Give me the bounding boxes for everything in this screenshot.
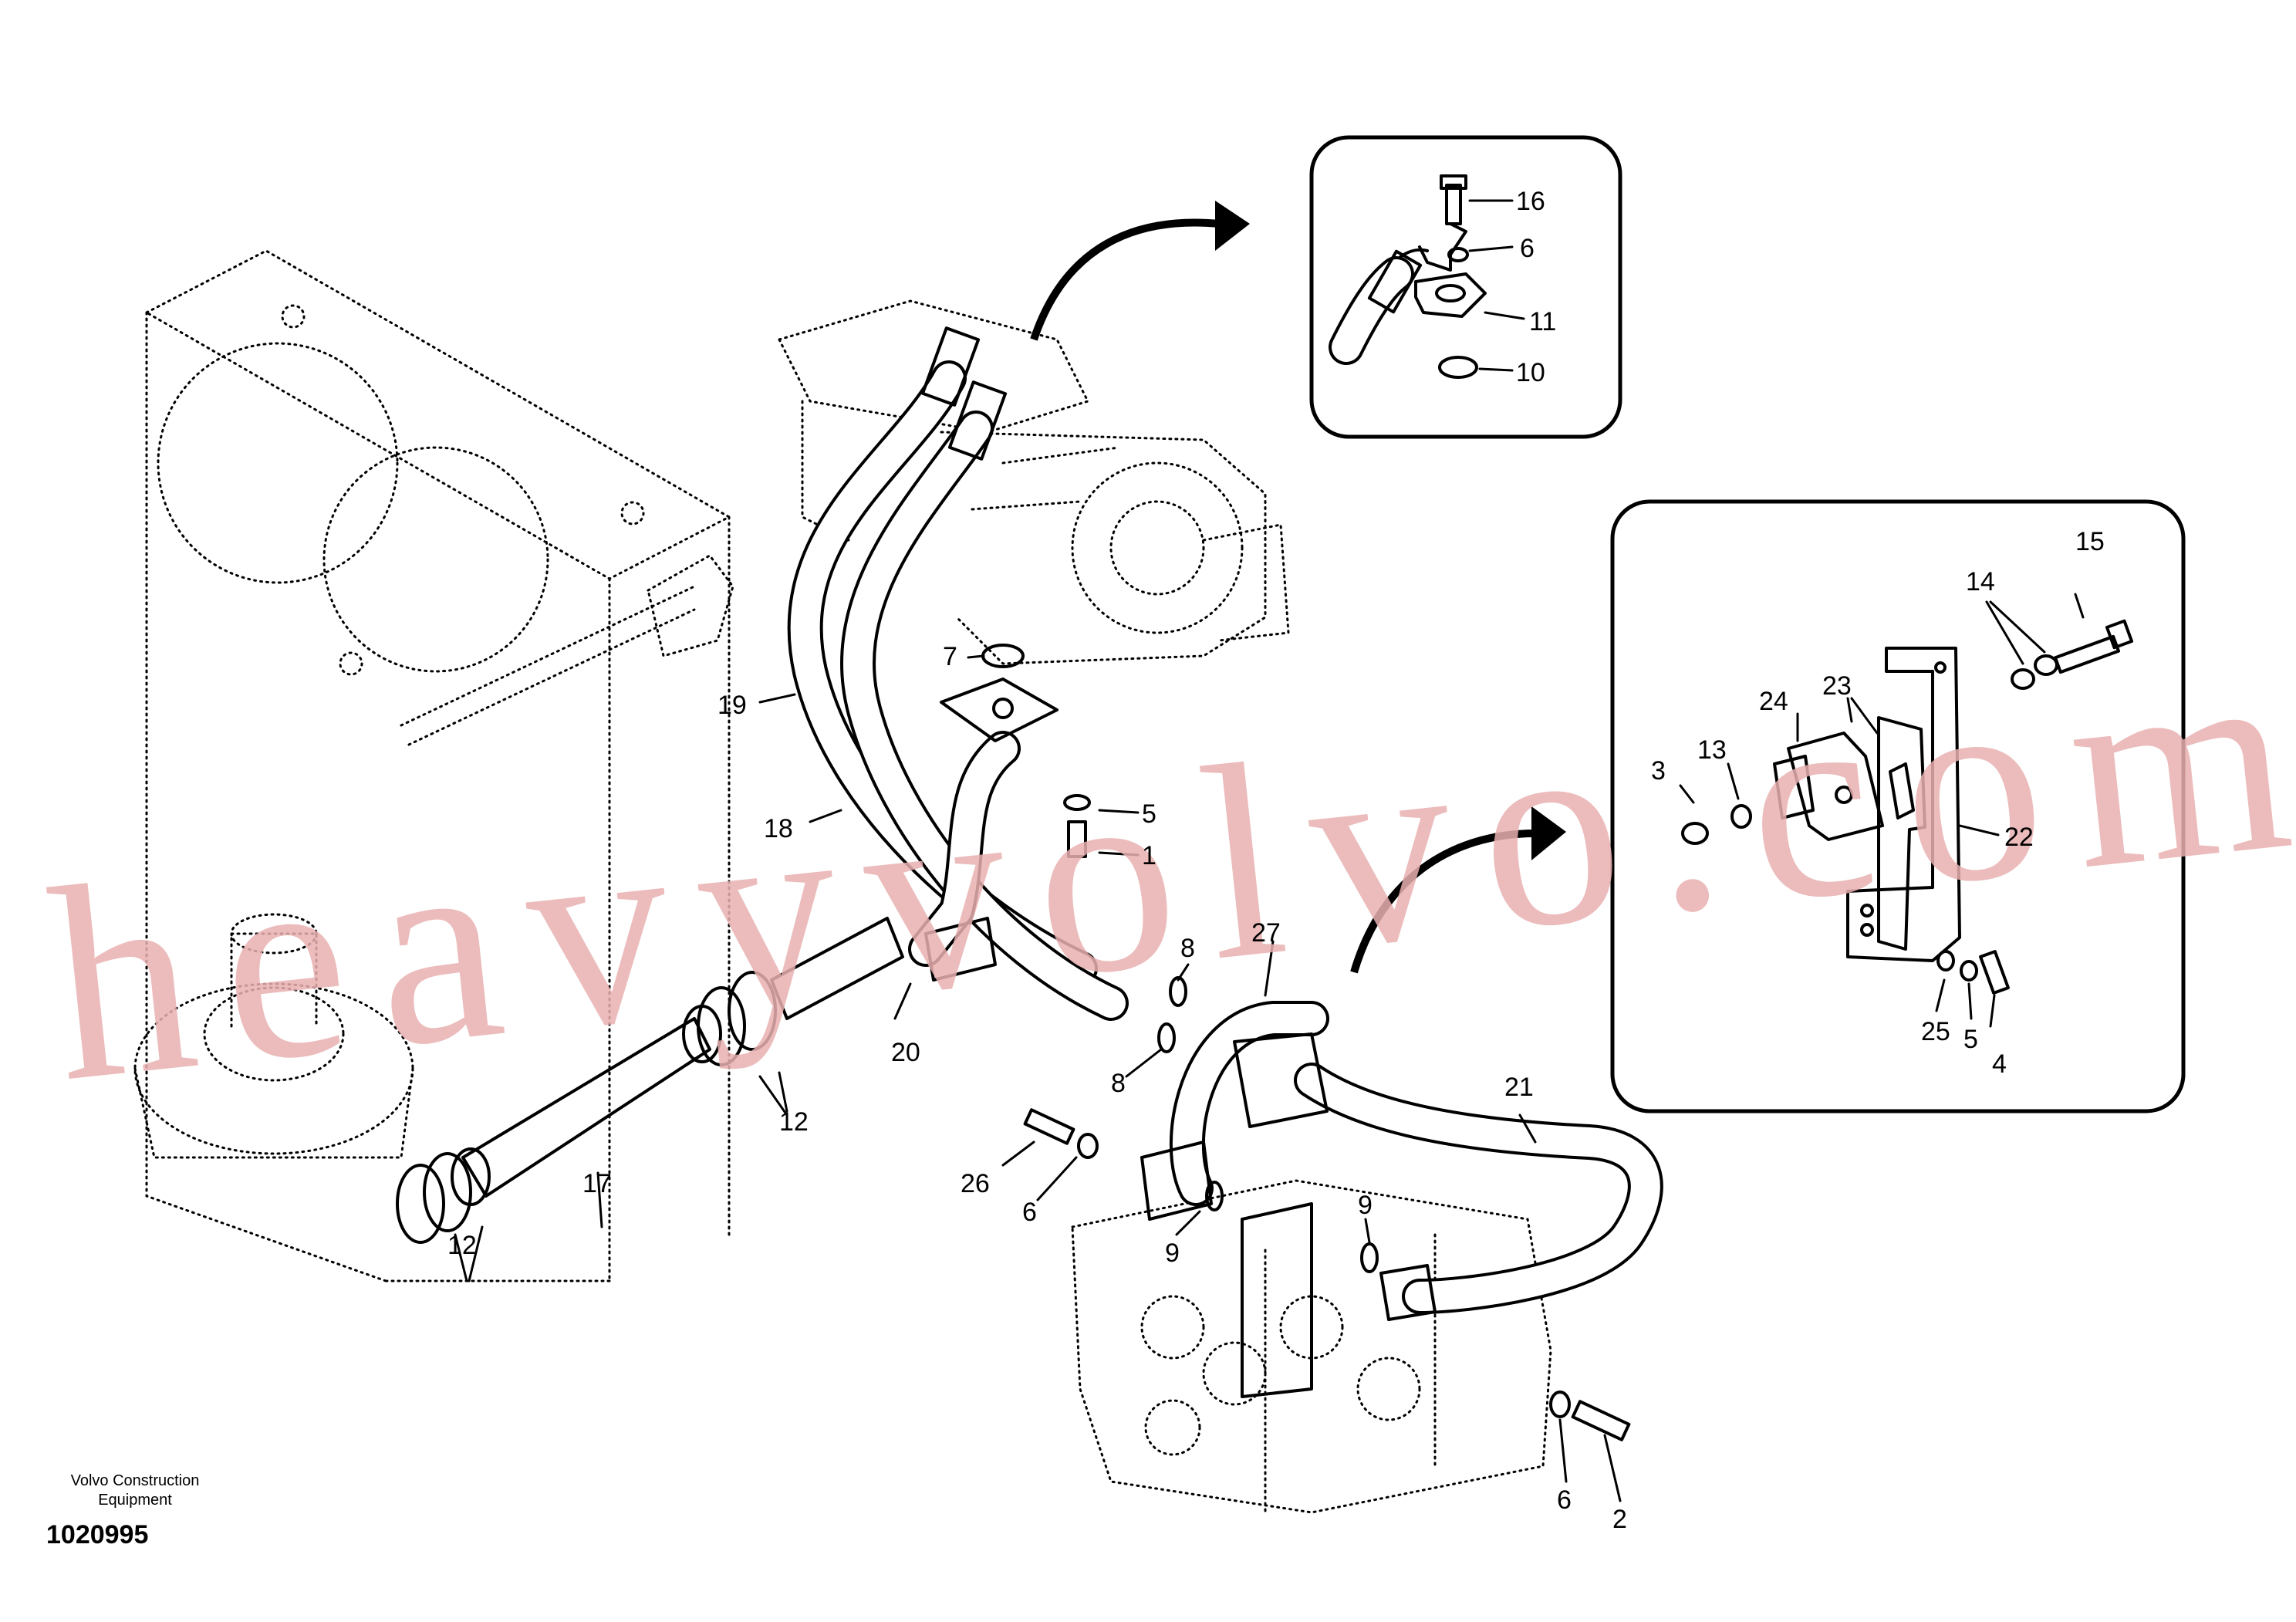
label-6a: 6 xyxy=(1520,234,1535,263)
label-19: 19 xyxy=(718,691,747,720)
label-15: 15 xyxy=(2075,527,2105,556)
label-23: 23 xyxy=(1822,671,1852,701)
detail-box-bracket xyxy=(1610,499,2186,1113)
label-27: 27 xyxy=(1251,918,1281,948)
label-4: 4 xyxy=(1992,1049,2007,1079)
callout-arrows xyxy=(1030,201,1566,974)
label-8a: 8 xyxy=(1180,934,1195,963)
leader-lines xyxy=(454,654,1622,1502)
label-6c: 6 xyxy=(1557,1485,1572,1515)
label-12a: 12 xyxy=(447,1231,477,1260)
valve-bracket xyxy=(1241,1202,1313,1398)
label-9a: 9 xyxy=(1165,1238,1180,1268)
label-21: 21 xyxy=(1504,1073,1534,1102)
hose-clamps xyxy=(396,971,777,1244)
label-18: 18 xyxy=(764,814,793,843)
label-5a: 5 xyxy=(1142,799,1156,829)
return-pipes xyxy=(1140,1001,1663,1321)
label-7: 7 xyxy=(943,642,957,671)
label-24: 24 xyxy=(1759,687,1788,716)
label-11: 11 xyxy=(1529,307,1556,336)
label-17: 17 xyxy=(582,1169,612,1198)
label-22: 22 xyxy=(2004,823,2034,852)
part-labels: 5 1 7 19 18 8 27 20 8 21 12 17 12 26 6 9… xyxy=(447,187,2105,1534)
label-20: 20 xyxy=(891,1038,920,1067)
company-name-line1: Volvo Construction xyxy=(71,1472,200,1489)
label-12b: 12 xyxy=(779,1107,809,1137)
label-16: 16 xyxy=(1516,187,1545,216)
label-10: 10 xyxy=(1516,358,1545,387)
company-name-line2: Equipment xyxy=(98,1492,172,1509)
fasteners xyxy=(1023,794,1631,1441)
label-25: 25 xyxy=(1921,1017,1950,1046)
label-1: 1 xyxy=(1142,841,1156,870)
hydraulic-tank xyxy=(144,249,734,1282)
label-3: 3 xyxy=(1651,756,1666,786)
label-5b: 5 xyxy=(1963,1025,1978,1054)
drawing-number: 1020995 xyxy=(46,1520,148,1549)
label-8b: 8 xyxy=(1111,1069,1126,1098)
title-block: Volvo Construction Equipment 1020995 xyxy=(46,1472,199,1549)
label-13: 13 xyxy=(1697,735,1727,765)
detail-box-flange xyxy=(1309,135,1622,439)
suction-flange xyxy=(133,913,414,1159)
label-26: 26 xyxy=(961,1169,990,1198)
label-9b: 9 xyxy=(1358,1191,1373,1220)
suction-pipe xyxy=(908,678,1059,982)
label-6b: 6 xyxy=(1022,1198,1037,1227)
label-2: 2 xyxy=(1612,1505,1627,1534)
label-14: 14 xyxy=(1966,567,1995,596)
